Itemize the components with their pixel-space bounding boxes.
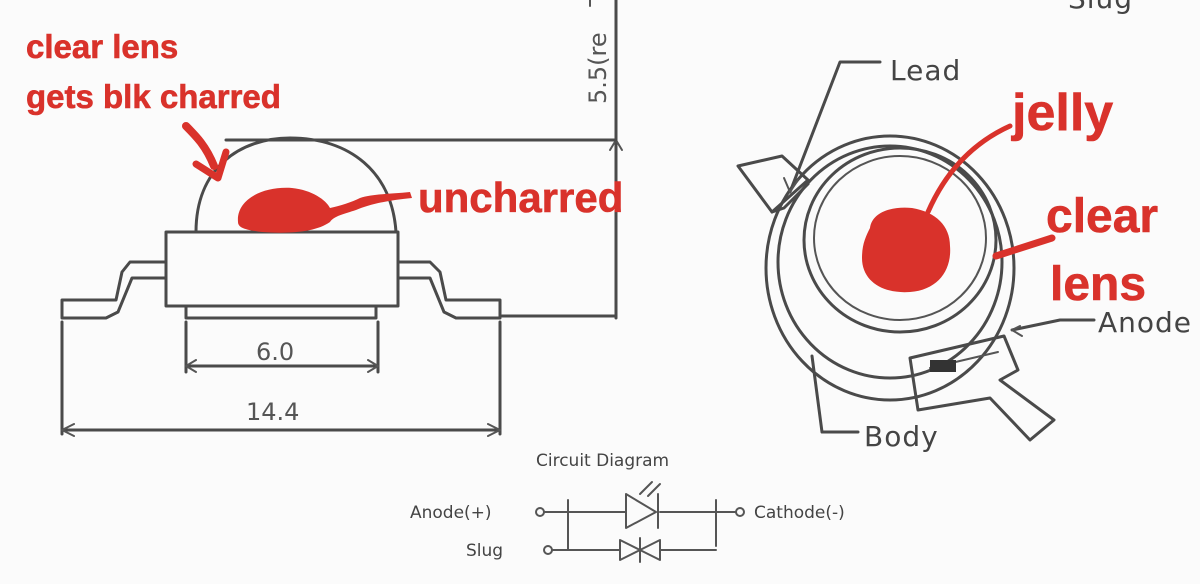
annotation-clear-lens-line2: gets blk charred	[26, 78, 281, 115]
right-lead	[396, 260, 502, 320]
annotation-lens-line2: lens	[1050, 258, 1146, 311]
anode-terminal	[535, 507, 545, 517]
dim-total-arrows	[61, 423, 501, 437]
leader-body	[810, 354, 860, 434]
label-slug-partial: Slug	[1068, 0, 1133, 15]
label-anode: Anode	[1098, 306, 1192, 339]
annotation-uncharred: uncharred	[418, 174, 623, 221]
cathode-terminal	[735, 507, 745, 517]
slug-base	[184, 304, 378, 320]
dim-base-label: 6.0	[256, 338, 294, 366]
circuit-diagram: Circuit Diagram Anode(+) Slug Cathode(-)	[410, 451, 845, 563]
annotation-clear-lens-line1: clear lens	[26, 28, 178, 65]
lens-dome	[194, 136, 398, 234]
anode-mark	[930, 360, 956, 372]
lead-tab	[736, 154, 810, 214]
slug-diode-symbol	[619, 537, 661, 563]
anode-tab	[908, 334, 1056, 442]
side-view: 5.5(re 6.0 14.4	[60, 0, 623, 437]
slug-terminal	[543, 545, 553, 555]
jelly-pointer	[925, 123, 1013, 215]
clear-lens-pointer	[992, 234, 1056, 260]
arrow-to-lens-shaft	[182, 122, 218, 170]
led-diode-symbol	[625, 493, 659, 529]
leader-lead-arrow	[783, 177, 799, 193]
lens-inner	[813, 155, 987, 321]
label-lead: Lead	[890, 54, 961, 87]
label-body: Body	[864, 420, 939, 453]
top-view: Lead Body Anode Slug	[736, 0, 1192, 453]
uncharred-spot	[237, 187, 412, 233]
leader-anode-arrow	[1011, 325, 1023, 337]
body-outer	[764, 134, 1016, 402]
led-body-rect	[164, 230, 400, 308]
lead-tab-edge	[770, 182, 810, 214]
dim-base-arrows	[185, 359, 379, 373]
arrow-to-lens-head	[192, 148, 230, 182]
annotation-clear-line1: clear	[1046, 190, 1158, 243]
dim-total-label: 14.4	[246, 398, 299, 426]
leader-lead	[788, 60, 882, 194]
top-view-annotations: jelly clear lens	[862, 84, 1158, 311]
jelly-spot	[862, 207, 951, 293]
left-lead	[60, 260, 168, 320]
dim-total-ext	[60, 320, 502, 436]
leader-anode	[1010, 318, 1096, 332]
lens-outer	[802, 146, 998, 334]
led-emission-arrows	[639, 481, 661, 497]
circuit-title: Circuit Diagram	[536, 451, 669, 471]
body-inner	[776, 144, 1004, 380]
circuit-wires-slug	[551, 529, 717, 551]
circuit-wires-top	[543, 499, 737, 547]
circuit-slug-label: Slug	[466, 541, 503, 561]
dim-height-label: 5.5(re	[584, 32, 612, 104]
annotation-jelly: jelly	[1011, 84, 1113, 142]
circuit-anode-label: Anode(+)	[410, 503, 492, 523]
circuit-cathode-label: Cathode(-)	[754, 503, 845, 523]
side-view-annotations: clear lens gets blk charred uncharred	[26, 28, 624, 233]
dim-base-ext	[184, 320, 380, 374]
